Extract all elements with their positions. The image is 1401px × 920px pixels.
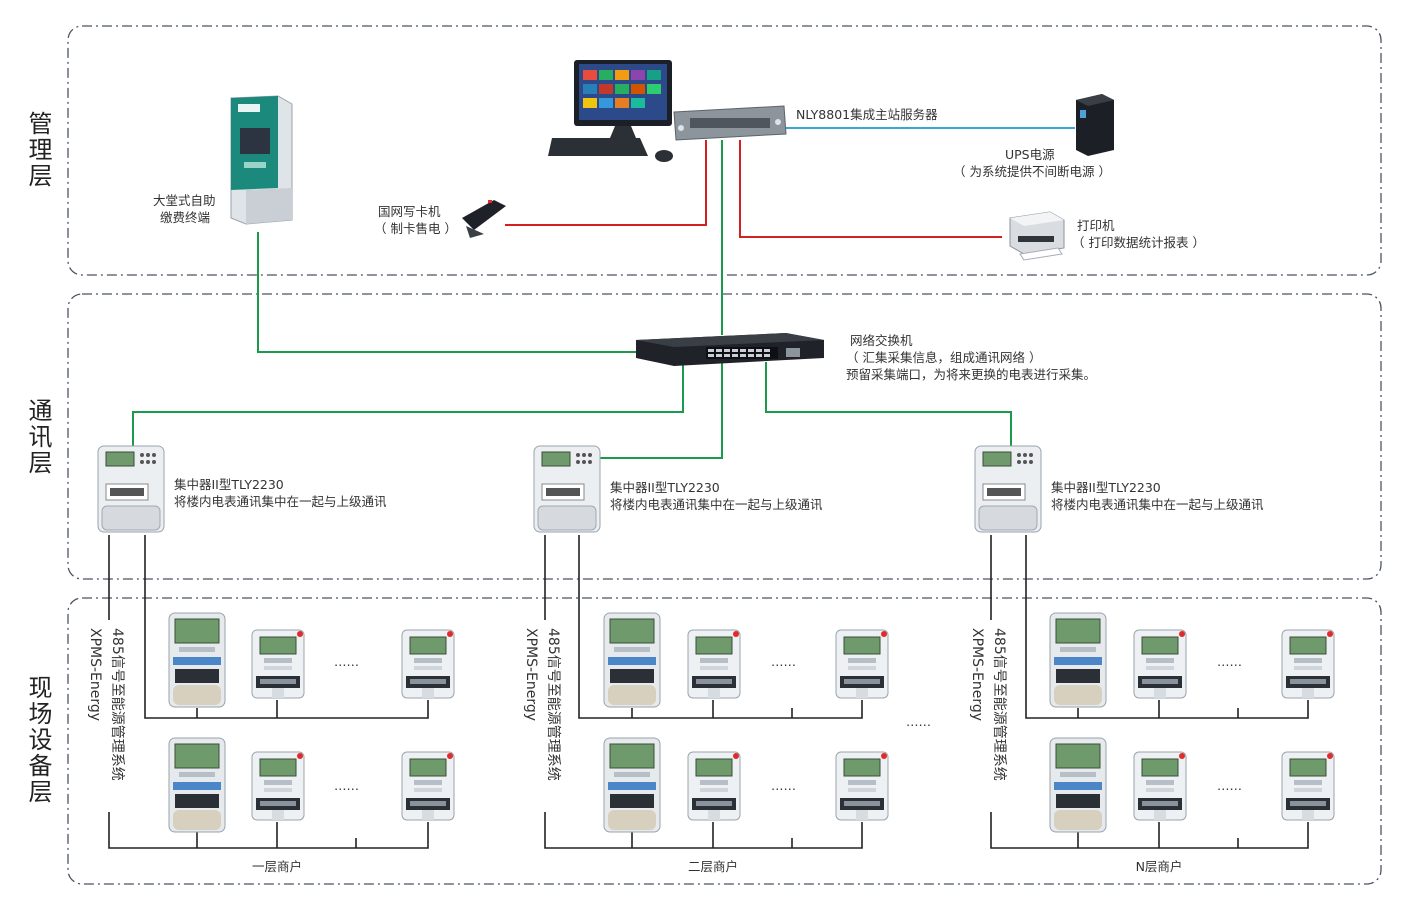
meter-icon — [401, 751, 455, 821]
concentrator-3-icon — [974, 445, 1042, 533]
meter-icon — [687, 629, 741, 699]
rs485-bus-lines — [108, 535, 1309, 849]
connection-lines — [132, 127, 1075, 459]
meter-icon — [251, 629, 305, 699]
workstation-computer-icon — [548, 60, 673, 162]
meter-icon — [251, 751, 305, 821]
meter-ellipsis: …… — [771, 778, 796, 793]
card-writer-note: （ 制卡售电 ） — [374, 221, 457, 236]
concentrator-3-title: 集中器II型TLY2230 — [1051, 480, 1161, 495]
group-ellipsis: …… — [906, 714, 931, 729]
layer-title-communication: 通讯层 — [24, 398, 52, 476]
concentrator-3-desc: 将楼内电表通讯集中在一起与上级通讯 — [1051, 497, 1264, 512]
switch-concentrator-1-link — [132, 362, 684, 446]
printer-label: 打印机 — [1077, 218, 1115, 233]
switch-concentrator-3-link — [765, 362, 1012, 446]
bus-label-3a: 485信号至能源管理系统 — [991, 628, 1007, 781]
communication-layer-frame — [67, 293, 1382, 580]
printer-note: （ 打印数据统计报表 ） — [1072, 235, 1205, 250]
meter-icon — [1133, 751, 1187, 821]
group-label-2: 二层商户 — [688, 859, 738, 874]
kiosk-label-line1: 大堂式自助 — [153, 193, 216, 208]
server-icon — [673, 105, 787, 141]
meter-icon — [168, 737, 226, 833]
meter-ellipsis: …… — [771, 654, 796, 669]
meter-icon — [1049, 737, 1107, 833]
meter-icon — [1281, 751, 1335, 821]
meter-ellipsis: …… — [1217, 654, 1242, 669]
layer-title-field: 现场设备层 — [24, 675, 52, 805]
self-service-kiosk-icon — [230, 95, 293, 225]
card-writer-label: 国网写卡机 — [378, 204, 441, 219]
meter-icon — [835, 751, 889, 821]
switch-concentrator-2-link — [600, 362, 723, 459]
meter-icon — [687, 751, 741, 821]
bus-label-3b: XPMS-Energy — [969, 628, 985, 721]
layer-title-management: 管理层 — [24, 111, 52, 189]
field-layer-frame — [67, 597, 1382, 885]
meter-icon — [835, 629, 889, 699]
meter-icon — [168, 612, 226, 708]
printer-link — [739, 140, 1002, 238]
card-writer-icon — [462, 200, 506, 238]
switch-note-1: （ 汇集采集信息，组成通讯网络 ） — [846, 350, 1041, 365]
ups-note: （ 为系统提供不间断电源 ） — [953, 164, 1111, 179]
meter-ellipsis: …… — [334, 654, 359, 669]
bus-label-1a: 485信号至能源管理系统 — [109, 628, 125, 781]
meter-icon — [1049, 612, 1107, 708]
concentrator-1-title: 集中器II型TLY2230 — [174, 477, 284, 492]
meter-icon — [1133, 629, 1187, 699]
meter-icon — [401, 629, 455, 699]
ups-icon — [1076, 94, 1114, 156]
card-writer-link — [505, 140, 707, 226]
network-switch-icon — [636, 333, 824, 366]
concentrator-1-icon — [97, 445, 165, 533]
meter-ellipsis: …… — [334, 778, 359, 793]
meter-ellipsis: …… — [1217, 778, 1242, 793]
bus-label-2b: XPMS-Energy — [523, 628, 539, 721]
meter-icon — [603, 737, 661, 833]
meter-icon — [603, 612, 661, 708]
server-label: NLY8801集成主站服务器 — [796, 107, 938, 122]
concentrator-2-desc: 将楼内电表通讯集中在一起与上级通讯 — [610, 497, 823, 512]
switch-label: 网络交换机 — [850, 333, 913, 348]
concentrator-2-title: 集中器II型TLY2230 — [610, 480, 720, 495]
management-layer-frame — [67, 25, 1382, 276]
bus-label-2a: 485信号至能源管理系统 — [545, 628, 561, 781]
switch-note-2: 预留采集端口，为将来更换的电表进行采集。 — [846, 367, 1096, 382]
meter-icon — [1281, 629, 1335, 699]
group-label-3: N层商户 — [1136, 859, 1183, 874]
bus-label-1b: XPMS-Energy — [87, 628, 103, 721]
concentrator-2-icon — [533, 445, 601, 533]
kiosk-label-line2: 缴费终端 — [160, 210, 210, 225]
concentrator-1-desc: 将楼内电表通讯集中在一起与上级通讯 — [174, 494, 387, 509]
printer-icon — [1009, 211, 1065, 261]
group-label-1: 一层商户 — [252, 859, 302, 874]
ups-label: UPS电源 — [1005, 147, 1055, 162]
kiosk-switch-link — [257, 232, 636, 353]
